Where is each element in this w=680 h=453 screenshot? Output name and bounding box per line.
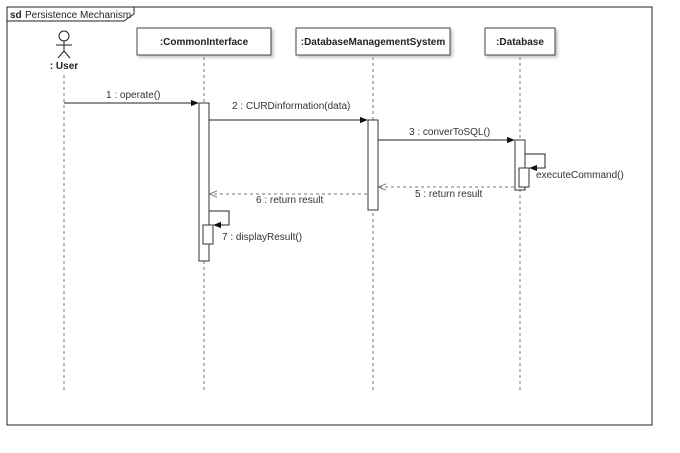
message-6: 6 : return result bbox=[210, 194, 367, 206]
message-2-label: 2 : CURDinformation(data) bbox=[232, 101, 350, 112]
diagram-frame: sd Persistence Mechanism bbox=[6, 6, 653, 426]
activation-ci-nested bbox=[202, 224, 214, 245]
message-1: 1 : operate() bbox=[64, 90, 199, 107]
message-5-label: 5 : return result bbox=[415, 189, 482, 200]
activation-db-nested bbox=[518, 167, 530, 188]
message-6-label: 6 : return result bbox=[256, 195, 323, 206]
actor-head-icon bbox=[58, 30, 70, 42]
frame-keyword: sd bbox=[10, 10, 22, 21]
message-7: 7 : displayResult() bbox=[209, 210, 302, 243]
message-3: 3 : converToSQL() bbox=[378, 127, 515, 144]
lifeline-label-dbms: :DatabaseManagementSystem bbox=[301, 37, 446, 48]
lifeline-header-db: :Database bbox=[484, 27, 556, 56]
lifeline-label-db: :Database bbox=[496, 37, 544, 48]
message-5: 5 : return result bbox=[379, 187, 514, 200]
message-4-label: executeCommand() bbox=[536, 170, 624, 181]
activation-dbms bbox=[367, 119, 379, 211]
actor-label: : User bbox=[50, 61, 78, 72]
lifeline-label-ci: :CommonInterface bbox=[160, 37, 249, 48]
frame-title: Persistence Mechanism bbox=[25, 10, 131, 21]
activation-ci bbox=[198, 102, 210, 262]
message-7-label: 7 : displayResult() bbox=[222, 232, 302, 243]
lifeline-header-dbms: :DatabaseManagementSystem bbox=[295, 27, 451, 56]
lifeline-header-ci: :CommonInterface bbox=[136, 27, 272, 56]
activation-db bbox=[514, 139, 526, 191]
message-1-label: 1 : operate() bbox=[106, 90, 160, 101]
message-3-label: 3 : converToSQL() bbox=[409, 127, 490, 138]
message-4: executeCommand() bbox=[525, 153, 624, 181]
actor-user: : User bbox=[50, 30, 78, 72]
message-2: 2 : CURDinformation(data) bbox=[209, 101, 368, 124]
